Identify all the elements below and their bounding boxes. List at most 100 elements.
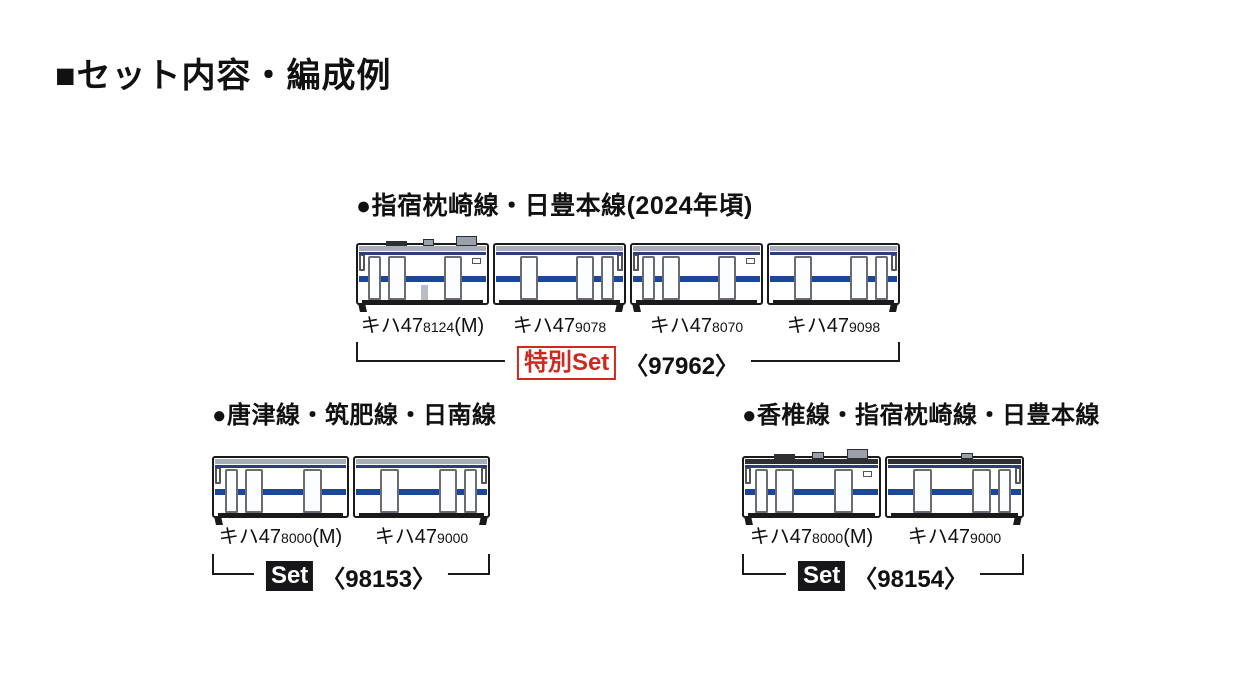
car-number: 9000 bbox=[970, 529, 1002, 546]
car-door bbox=[661, 255, 680, 300]
car-top-blue-line bbox=[633, 251, 760, 255]
car-door bbox=[912, 468, 932, 513]
car-door bbox=[576, 255, 595, 300]
set-tag: 特別Set 〈97962〉 bbox=[504, 345, 752, 381]
formation-set-98153: ●唐津線・筑肥線・日南線 bbox=[212, 402, 497, 594]
car-motor-suffix: (M) bbox=[843, 525, 874, 548]
car-blue-stripe bbox=[745, 488, 878, 495]
car-door bbox=[775, 468, 794, 513]
car-series: キハ47 bbox=[649, 314, 713, 337]
car-roof-band bbox=[745, 458, 878, 464]
car-label: キハ478124(M) bbox=[356, 315, 489, 338]
line-title-98153: ●唐津線・筑肥線・日南線 bbox=[212, 402, 497, 429]
car-sill bbox=[362, 299, 483, 303]
car-number: 8124 bbox=[423, 318, 455, 335]
car-roof-band bbox=[888, 458, 1021, 464]
car-sill bbox=[773, 299, 894, 303]
car-series: キハ47 bbox=[907, 525, 971, 548]
car-number: 9078 bbox=[575, 318, 607, 335]
car-blue-stripe bbox=[633, 275, 760, 282]
set-tag: Set 〈98154〉 bbox=[785, 558, 981, 594]
roof-equipment-icon bbox=[386, 240, 407, 246]
car-doors bbox=[214, 458, 347, 516]
car-label: キハ479078 bbox=[493, 315, 626, 338]
car-label: キハ479098 bbox=[767, 315, 900, 338]
car-top-blue-line bbox=[888, 464, 1021, 468]
set-number: 〈98154〉 bbox=[853, 565, 969, 593]
car-label: キハ478000(M) bbox=[742, 526, 881, 549]
car-door bbox=[438, 468, 458, 513]
car-door bbox=[464, 468, 478, 513]
cab-window-icon bbox=[480, 466, 487, 484]
car-door bbox=[874, 255, 888, 300]
car-door bbox=[997, 468, 1012, 513]
car-sill bbox=[218, 512, 343, 516]
car-label: キハ478000(M) bbox=[212, 526, 349, 549]
train-car-kiha47-8000 bbox=[212, 455, 349, 518]
car-door bbox=[834, 468, 854, 513]
car-blue-stripe bbox=[888, 488, 1021, 495]
roof-box-icon bbox=[811, 451, 824, 459]
train-car-kiha47-9000 bbox=[885, 452, 1024, 518]
car-series: キハ47 bbox=[360, 314, 424, 337]
car-doors bbox=[632, 245, 761, 303]
car-door bbox=[368, 255, 382, 300]
car-labels-row: キハ478124(M) キハ479078 キハ478070 キハ479098 bbox=[356, 315, 900, 338]
car-number: 9098 bbox=[849, 318, 881, 335]
car-door bbox=[380, 468, 399, 513]
car-door bbox=[244, 468, 264, 513]
formation-set-98154: ●香椎線・指宿枕崎線・日豊本線 bbox=[742, 402, 1100, 594]
line-title-97962: ●指宿枕崎線・日豊本線(2024年頃) bbox=[356, 192, 753, 220]
cab-window-icon bbox=[890, 253, 897, 271]
marker-light-icon bbox=[863, 470, 873, 477]
set-bracket: Set 〈98153〉 bbox=[212, 553, 490, 594]
car-series: キハ47 bbox=[512, 314, 576, 337]
car-blue-stripe bbox=[496, 275, 623, 282]
set-bracket: 特別Set 〈97962〉 bbox=[356, 341, 900, 381]
car-labels-row: キハ478000(M) キハ479000 bbox=[212, 526, 490, 549]
car-top-blue-line bbox=[215, 464, 346, 468]
set-tag: Set 〈98153〉 bbox=[253, 558, 449, 594]
set-badge-special: 特別Set bbox=[516, 346, 617, 381]
car-top-blue-line bbox=[496, 251, 623, 255]
car-door bbox=[303, 468, 322, 513]
train-row-98154 bbox=[742, 448, 1024, 518]
car-number: 8070 bbox=[712, 318, 744, 335]
car-series: キハ47 bbox=[218, 525, 282, 548]
cab-window-icon bbox=[359, 253, 366, 271]
set-badge: Set bbox=[265, 561, 314, 591]
car-door bbox=[642, 255, 656, 300]
set-number: 〈97962〉 bbox=[624, 352, 740, 380]
car-roof-band bbox=[770, 245, 897, 251]
car-roof-band bbox=[633, 245, 760, 251]
car-sill bbox=[748, 512, 875, 516]
car-door bbox=[850, 255, 869, 300]
car-series: キハ47 bbox=[374, 525, 438, 548]
car-door bbox=[972, 468, 991, 513]
car-top-blue-line bbox=[359, 251, 486, 255]
car-door bbox=[387, 255, 406, 300]
set-badge: Set bbox=[797, 561, 846, 591]
car-roof-band bbox=[356, 458, 487, 464]
train-car-kiha47-8124 bbox=[356, 235, 489, 305]
car-sill bbox=[499, 299, 620, 303]
car-sill bbox=[359, 512, 484, 516]
car-series: キハ47 bbox=[749, 525, 813, 548]
car-series: キハ47 bbox=[786, 314, 850, 337]
roof-box-icon bbox=[422, 238, 435, 246]
car-motor-suffix: (M) bbox=[454, 314, 485, 337]
cab-window-icon bbox=[745, 466, 752, 484]
car-blue-stripe bbox=[359, 275, 486, 282]
car-door bbox=[754, 468, 769, 513]
set-number: 〈98153〉 bbox=[321, 565, 437, 593]
train-car-kiha47-8000 bbox=[742, 448, 881, 518]
car-label: キハ479000 bbox=[353, 526, 490, 549]
car-number: 8000 bbox=[812, 529, 844, 546]
car-roof-band bbox=[215, 458, 346, 464]
car-door bbox=[793, 255, 812, 300]
car-blue-stripe bbox=[215, 488, 346, 495]
car-sill bbox=[891, 512, 1018, 516]
car-label: キハ478070 bbox=[630, 315, 763, 338]
train-car-kiha47-9078 bbox=[493, 242, 626, 305]
